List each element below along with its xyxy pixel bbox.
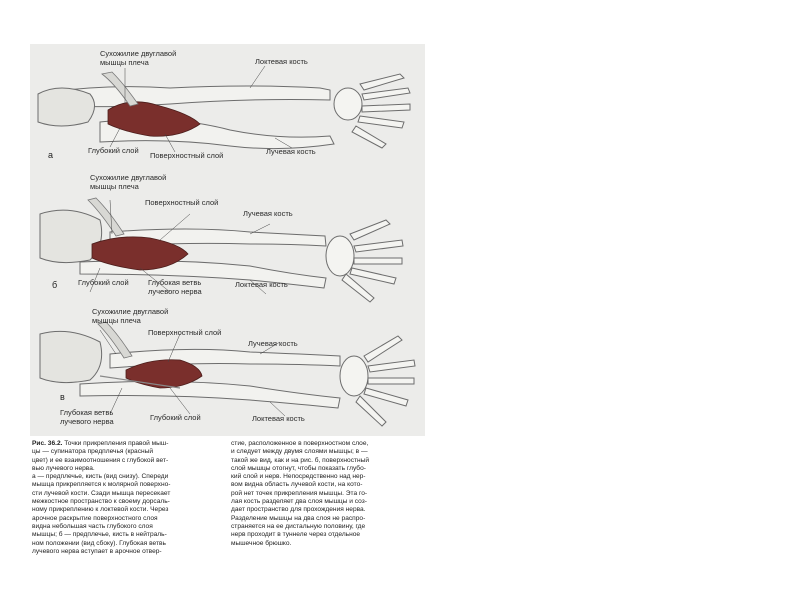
caption-line: лая кость разделяет два слоя мышцы и соз… — [231, 498, 367, 506]
caption-line: вом видна область лучевой кости, на кото… — [231, 481, 363, 489]
label-deep-layer: Глубокий слой — [88, 146, 139, 155]
caption-line: такой же вид, как и на рис. б, поверхнос… — [231, 456, 370, 464]
label-tendon-line1: Сухожилие двуглавой — [100, 49, 177, 58]
caption-line: Разделение мышцы на два слоя не распро- — [231, 514, 366, 522]
label-tendon-line2: мышцы плеча — [90, 182, 139, 191]
label-ulna: Локтевая кость — [255, 57, 308, 66]
caption-line: ном положении (вид сбоку). Глубокая ветв… — [32, 539, 166, 547]
caption-column-1: Рис. 36.2. Точки прикрепления правой мыш… — [32, 440, 224, 556]
caption-line: мышечное брюшко. — [231, 539, 292, 547]
caption-line: мышцы; б — предплечье, кисть в нейтраль- — [32, 531, 167, 539]
caption-line: мышца прикрепляется к молярной поверхно- — [32, 481, 171, 489]
caption-line: нерв проходит в туннеле через отдельное — [231, 531, 361, 539]
caption-line: видна небольшая часть глубокого слоя — [32, 522, 153, 530]
caption-line: сти лучевой кости. Сзади мышца пересекае… — [32, 489, 171, 497]
label-branch-line1: Глубокая ветвь — [148, 278, 202, 287]
forearm-illustration-a — [37, 65, 411, 153]
label-radius: Лучевая кость — [243, 209, 293, 218]
hand-bones-a — [333, 73, 411, 149]
caption-line: межкостное пространство к своему дорсаль… — [32, 498, 170, 506]
caption-line: и следует между двумя слоями мышцы; в — — [231, 448, 368, 456]
caption-column-2: стие, расположенное в поверхностном слое… — [231, 440, 423, 548]
label-superficial-layer: Поверхностный слой — [150, 151, 224, 160]
label-superficial-layer: Поверхностный слой — [145, 198, 219, 207]
figure-illustration: Сухожилие двуглавой мышцы плеча Локтевая… — [30, 44, 425, 436]
book-page: Сухожилие двуглавой мышцы плеча Локтевая… — [30, 44, 425, 584]
figure-number: Рис. 36.2. — [32, 440, 63, 447]
supinator-muscle — [91, 236, 189, 271]
panel-letter-c: в — [60, 392, 65, 402]
label-tendon-line1: Сухожилие двуглавой — [92, 307, 169, 316]
label-radius: Лучевая кость — [248, 339, 298, 348]
caption-line: страняется на ее дистальную половину, гд… — [231, 522, 366, 530]
hand-bones-b — [325, 219, 404, 303]
label-deep-layer: Глубокий слой — [150, 413, 201, 422]
label-branch-line2: лучевого нерва — [60, 417, 114, 426]
caption-line: Точки прикрепления правой мыш- — [64, 440, 169, 447]
caption-line: кий слой и нерв. Непосредственно над нер… — [231, 473, 366, 481]
caption-line: цы — супинатора предплечья (красный — [32, 448, 154, 456]
label-tendon-line2: мышцы плеча — [100, 58, 149, 67]
label-ulna: Локтевая кость — [252, 414, 305, 423]
label-branch-line1: Глубокая ветвь — [60, 408, 114, 417]
label-deep-layer: Глубокий слой — [78, 278, 129, 287]
forearm-illustration-c — [39, 321, 416, 427]
forearm-illustration-b — [39, 197, 404, 303]
panel-letter-b: б — [52, 280, 58, 290]
caption-first-line: Рис. 36.2. Точки прикрепления правой мыш… — [32, 440, 224, 448]
caption-line: арочное раскрытие поверхностного слоя — [32, 514, 158, 522]
label-tendon-line2: мышцы плеча — [92, 316, 141, 325]
label-radius: Лучевая кость — [266, 147, 316, 156]
label-ulna: Локтевая кость — [235, 280, 288, 289]
caption-line: лучевого нерва вступает в арочное отвер- — [32, 547, 162, 555]
caption-line: вью лучевого нерва. — [32, 464, 95, 472]
hand-bones-c — [339, 335, 416, 427]
caption-line: рой нет точек прикрепления мышцы. Эта го… — [231, 489, 368, 497]
label-superficial-layer: Поверхностный слой — [148, 328, 222, 337]
label-branch-line2: лучевого нерва — [148, 287, 202, 296]
supinator-muscle — [125, 359, 203, 389]
caption-line: дает пространство для прохождения нерва. — [231, 506, 366, 514]
caption-line: ному прикреплению к локтевой кости. Чере… — [32, 506, 169, 514]
label-tendon-line1: Сухожилие двуглавой — [90, 173, 167, 182]
caption-line: цвет) и ее взаимоотношения с глубокой ве… — [32, 456, 169, 464]
supinator-muscle — [107, 101, 201, 137]
caption-line: слой мышцы отогнут, чтобы показать глубо… — [231, 464, 366, 472]
caption-line: а — предплечье, кисть (вид снизу). Спере… — [32, 473, 169, 481]
panel-letter-a: а — [48, 150, 54, 160]
caption-line: стие, расположенное в поверхностном слое… — [231, 440, 369, 447]
